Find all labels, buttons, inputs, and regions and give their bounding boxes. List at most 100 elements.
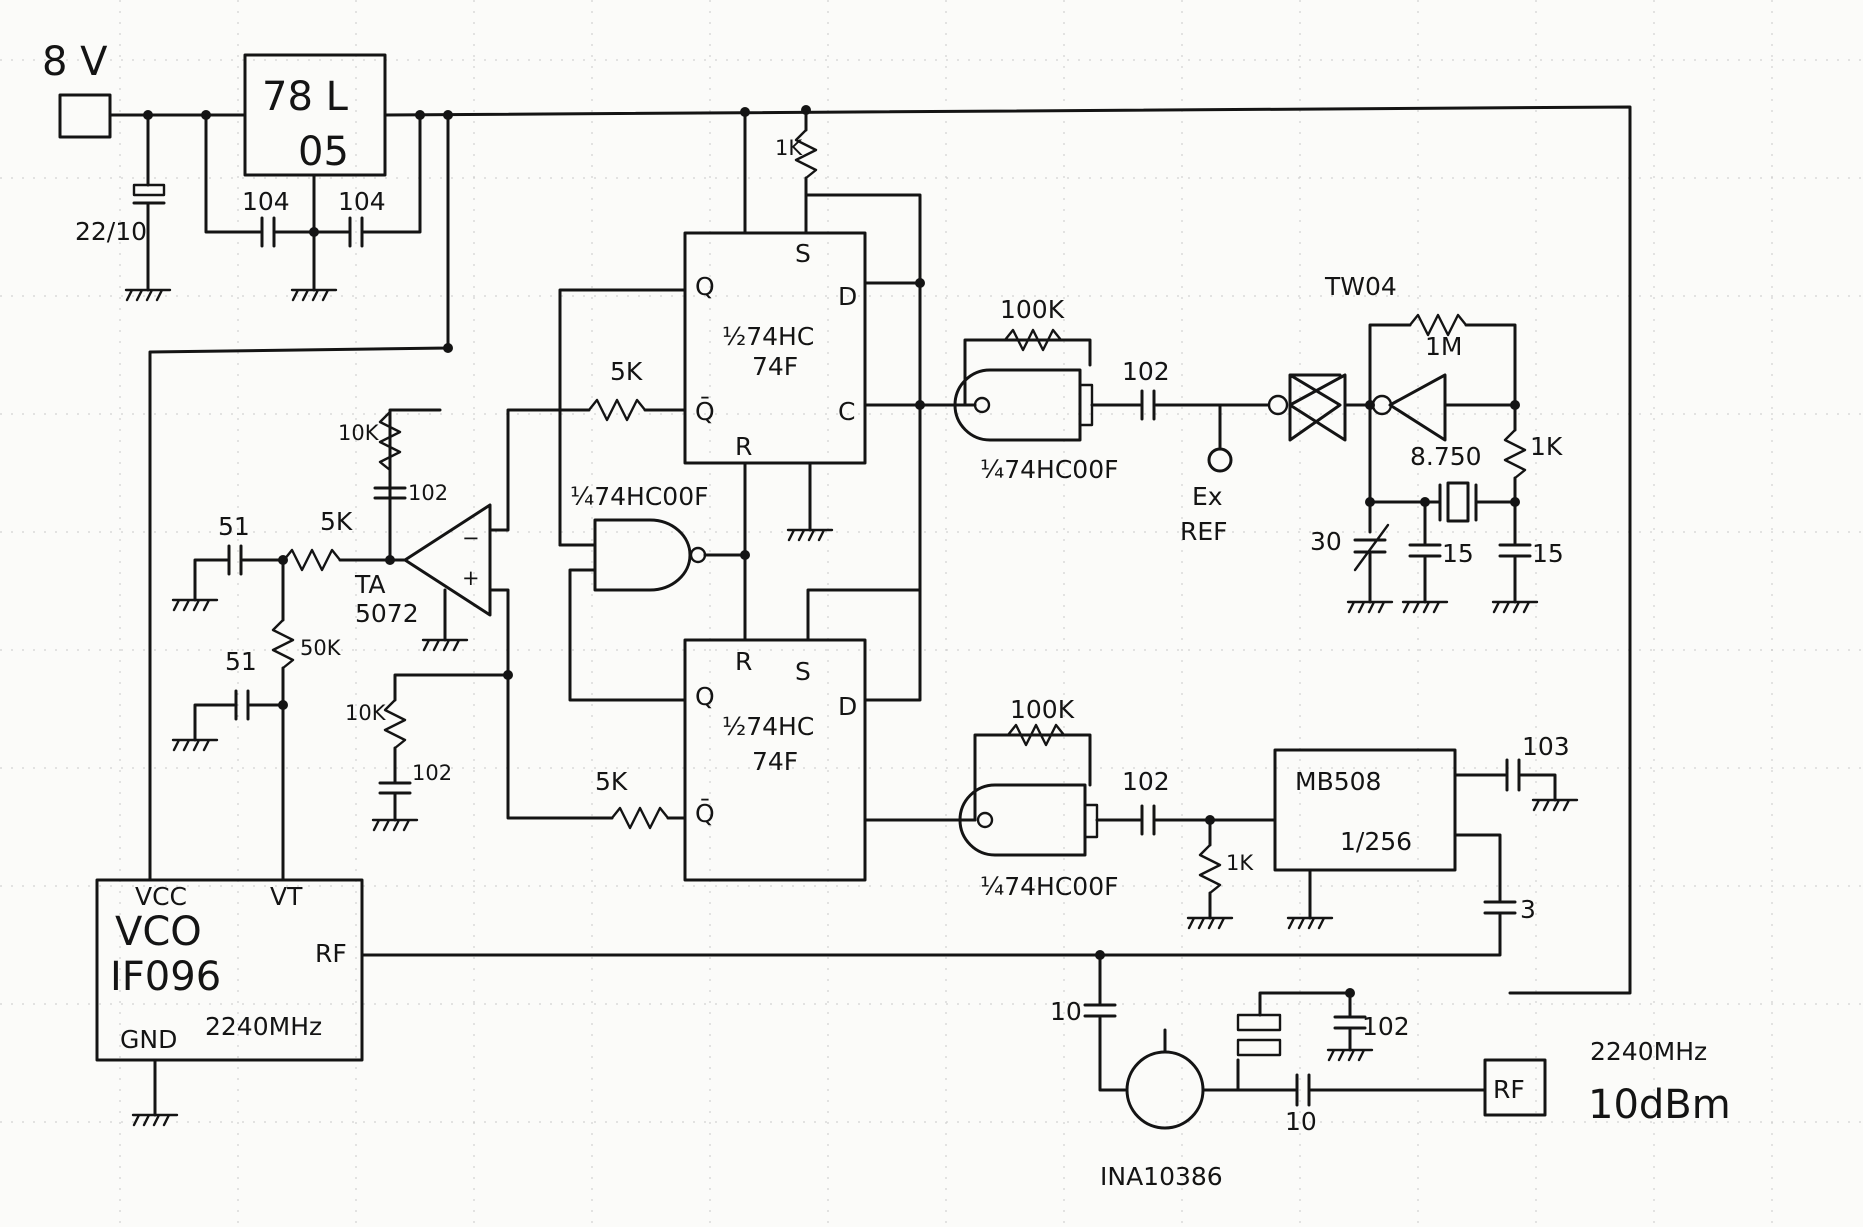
svg-text:8.750: 8.750: [1410, 442, 1482, 471]
vco-block: VCC VT VCO IF096 RF GND 2240MHz: [95, 878, 364, 1117]
supply-terminal: [58, 93, 112, 139]
ground-icon: [1401, 600, 1449, 614]
nand-gate-mid: [593, 518, 692, 592]
svg-text:VCC: VCC: [135, 882, 187, 911]
regulator-label-2: 05: [298, 129, 349, 175]
ground-icon: [371, 818, 419, 832]
svg-text:INA10386: INA10386: [1100, 1162, 1223, 1191]
svg-text:¼74HC00F: ¼74HC00F: [980, 872, 1119, 901]
svg-text:2240MHz: 2240MHz: [1590, 1037, 1707, 1066]
ground-icon: [1531, 798, 1579, 812]
svg-text:Q: Q: [695, 272, 715, 301]
prescaler-mb508: [1273, 748, 1457, 872]
svg-text:D: D: [838, 692, 857, 721]
svg-text:TW04: TW04: [1324, 272, 1397, 301]
svg-text:IF096: IF096: [110, 954, 221, 1000]
ground-icon: [171, 598, 219, 612]
svg-text:103: 103: [1522, 732, 1570, 761]
svg-text:3: 3: [1520, 895, 1536, 924]
svg-text:1K: 1K: [1530, 432, 1563, 461]
svg-text:10K: 10K: [338, 421, 380, 445]
loop-filter: − + TA 5072 10K 102 5K 51 50K: [148, 113, 562, 882]
choke: [1236, 1013, 1282, 1032]
ground-icon: [421, 638, 469, 652]
ground-symbols: [124, 288, 1579, 1127]
svg-text:S: S: [795, 657, 811, 686]
ground-icon: [124, 288, 172, 302]
cap-104-b-label: 104: [338, 187, 386, 216]
svg-text:RF: RF: [1493, 1075, 1525, 1104]
regulator-label-1: 78 L: [262, 74, 349, 120]
svg-text:−: −: [462, 526, 480, 550]
svg-text:½74HC: ½74HC: [722, 322, 814, 351]
svg-text:MB508: MB508: [1295, 767, 1381, 796]
flipflop-74hc74-top: [683, 231, 867, 465]
svg-text:Q̄: Q̄: [695, 798, 715, 828]
svg-text:102: 102: [412, 761, 452, 785]
ground-icon: [1286, 916, 1334, 930]
svg-text:GND: GND: [120, 1025, 177, 1054]
svg-text:5K: 5K: [610, 357, 643, 386]
svg-text:100K: 100K: [1000, 295, 1065, 324]
nand-gate-bottom: [958, 783, 1087, 857]
svg-text:15: 15: [1532, 539, 1564, 568]
output-rf-connector: [1483, 1058, 1547, 1117]
amp-ina10386: [1125, 1050, 1205, 1130]
crystal: [1446, 481, 1470, 523]
svg-text:R: R: [735, 647, 752, 676]
svg-text:102: 102: [1122, 357, 1170, 386]
nand-gate-top: [953, 368, 1082, 442]
flipflop-bottom: R S D Q Q̄ ½74HC 74F 5K: [558, 588, 977, 882]
nand-mid: ¼74HC00F: [558, 461, 750, 702]
svg-text:C: C: [838, 397, 855, 426]
svg-text:Q: Q: [695, 682, 715, 711]
svg-text:100K: 100K: [1010, 695, 1075, 724]
electrolytic-capacitor: [132, 183, 166, 197]
svg-text:2240MHz: 2240MHz: [205, 1012, 322, 1041]
electrolytic-label: 22/10: [75, 217, 147, 246]
svg-text:RF: RF: [315, 939, 347, 968]
ground-icon: [290, 288, 338, 302]
opamp-ta5072: [403, 503, 492, 617]
cap-104-a-label: 104: [242, 187, 290, 216]
ground-icon: [171, 738, 219, 752]
svg-text:VCO: VCO: [115, 909, 202, 955]
svg-text:1K: 1K: [1226, 851, 1254, 875]
ground-icon: [1186, 916, 1234, 930]
svg-text:10: 10: [1050, 997, 1082, 1026]
flipflop-74hc74-bottom: [683, 638, 867, 882]
svg-text:51: 51: [225, 647, 257, 676]
svg-text:1/256: 1/256: [1340, 827, 1412, 856]
svg-text:10K: 10K: [345, 701, 387, 725]
svg-text:¼74HC00F: ¼74HC00F: [570, 482, 709, 511]
svg-text:5K: 5K: [595, 767, 628, 796]
svg-text:15: 15: [1442, 539, 1474, 568]
svg-text:D: D: [838, 282, 857, 311]
inverter-osc: [1388, 373, 1447, 442]
svg-text:102: 102: [1122, 767, 1170, 796]
svg-text:S: S: [795, 239, 811, 268]
vco-if096: [95, 878, 364, 1062]
svg-text:51: 51: [218, 512, 250, 541]
opamp-label-1: TA: [354, 570, 385, 599]
svg-text:Q̄: Q̄: [695, 396, 715, 426]
inverter-buffer: [1288, 373, 1342, 442]
svg-text:102: 102: [1362, 1012, 1410, 1041]
ground-icon: [786, 528, 834, 542]
svg-text:5K: 5K: [320, 507, 353, 536]
supply-voltage-label: 8 V: [42, 39, 108, 85]
svg-text:Ex: Ex: [1192, 482, 1223, 511]
power-supply: 8 V 78 L 05 22/10 104 104: [42, 39, 1632, 995]
svg-text:1M: 1M: [1425, 332, 1462, 361]
svg-text:½74HC: ½74HC: [722, 712, 814, 741]
ref-chain: 100K ¼74HC00F 102 Ex REF: [953, 295, 1270, 546]
svg-text:VT: VT: [270, 882, 303, 911]
svg-text:10: 10: [1285, 1107, 1317, 1136]
crystal-oscillator: TW04 1M 1K 8.750 15 15 30: [1267, 272, 1564, 604]
ground-icon: [1346, 600, 1394, 614]
svg-text:R: R: [735, 432, 752, 461]
prescaler-chain: 100K ¼74HC00F 102 1K MB508 1/256 103 3: [360, 695, 1570, 960]
flipflop-top: S R D C Q Q̄ ½74HC 74F 5K 1K: [558, 108, 977, 702]
